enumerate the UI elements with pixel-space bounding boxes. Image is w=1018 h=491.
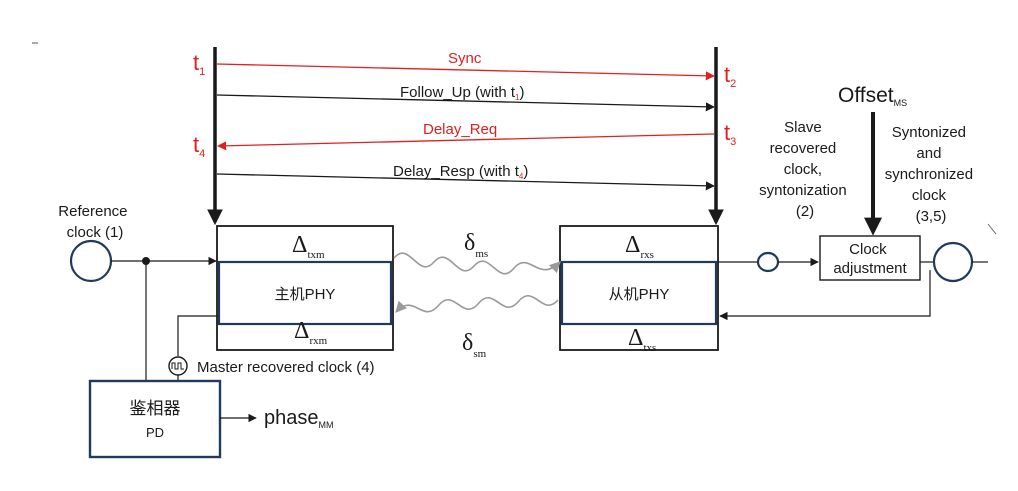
t2-label: t2 (724, 62, 736, 90)
master-recovered-line (177, 315, 218, 356)
follow-up-arrow (216, 94, 715, 112)
delta-txs-label: Δtxs (628, 325, 656, 354)
t3-label: t3 (724, 120, 736, 148)
reference-clock-icon (69, 239, 113, 283)
link-master-to-slave (393, 252, 561, 275)
master-phy-box (217, 260, 393, 326)
phase-label: phaseMM (264, 407, 334, 430)
syntonized-clock-icon (932, 241, 974, 283)
master-phy-label: 主机PHY (275, 286, 336, 303)
t1-label: t1 (193, 50, 205, 78)
clock-adjustment-label: Clock adjustment (833, 241, 907, 277)
delay-resp-label: Delay_Resp (with t4) (393, 163, 528, 181)
delay-req-arrow (217, 133, 715, 151)
delta-sm-label: δsm (462, 330, 487, 360)
pd-sub: PD (146, 425, 164, 440)
syntonized-label: Syntonized and synchronized clock (3,5) (885, 124, 978, 225)
pd-title: 鉴相器 (130, 399, 181, 418)
delta-rxm-label: Δrxm (294, 318, 328, 347)
master-recovered-clock-label: Master recovered clock (4) (197, 359, 375, 376)
sync-arrow (216, 63, 715, 81)
clock-adjustment-box (819, 235, 921, 281)
delta-rxs-label: Δrxs (625, 232, 654, 261)
delta-txm-label: Δtxm (292, 232, 325, 261)
slave-phy-box (560, 260, 718, 326)
t4-label: t4 (193, 132, 205, 160)
output-tick (987, 223, 997, 235)
sync-label: Sync (448, 50, 482, 67)
slave-recovered-clock-icon (756, 251, 780, 273)
link-slave-to-master (395, 295, 559, 313)
feedback-line (719, 270, 931, 321)
slave-phy-label: 从机PHY (609, 286, 670, 303)
square-wave-icon (171, 362, 184, 370)
follow-up-label: Follow_Up (with t1) (400, 84, 525, 102)
slave-recovered-label: Slave recovered clock, syntonization (2) (759, 119, 851, 220)
reference-clock-label: Reference clock (1) (58, 203, 131, 241)
pd-box (88, 379, 222, 459)
delay-resp-arrow (216, 173, 715, 191)
offset-label: OffsetMS (838, 84, 907, 108)
delay-req-label: Delay_Req (423, 121, 497, 138)
delta-ms-label: δms (464, 230, 488, 260)
